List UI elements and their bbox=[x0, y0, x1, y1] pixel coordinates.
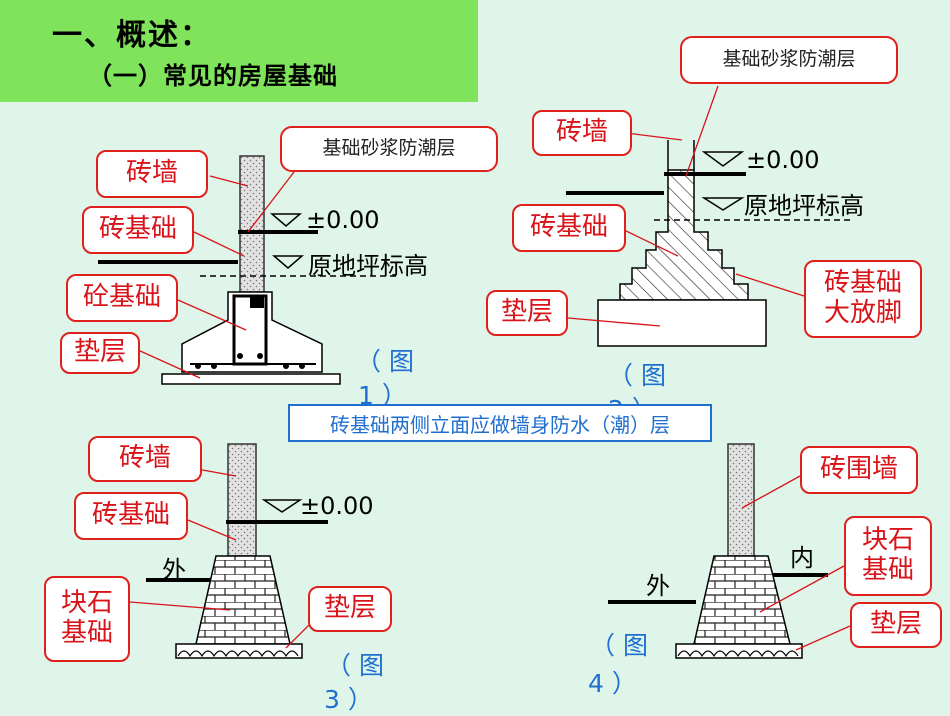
fig1-dpc-callout: 基础砂浆防潮层 bbox=[280, 126, 498, 172]
fig2-footing-step-callout: 砖基础大放脚 bbox=[804, 260, 922, 338]
fig2-brick-foundation-callout: 砖基础 bbox=[512, 204, 626, 252]
fig2-level-label: ±0.00 bbox=[746, 146, 820, 174]
fig2-ground-triangle bbox=[701, 197, 745, 211]
fig4-cushion bbox=[675, 643, 803, 659]
fig2-ground-label: 原地坪标高 bbox=[744, 192, 864, 220]
fig4-inside-label: 内 bbox=[790, 544, 814, 572]
fig1-level-label: ±0.00 bbox=[306, 206, 380, 234]
fig1-brick-wall bbox=[239, 155, 265, 293]
fig2-brick-foundation bbox=[619, 169, 749, 301]
fig3-brick-wall bbox=[227, 443, 257, 557]
fig1-ground-label: 原地坪标高 bbox=[308, 252, 428, 280]
figure-3 bbox=[129, 443, 328, 659]
fig4-rubble-foundation-callout: 块石基础 bbox=[844, 516, 932, 596]
fig2-level-triangle bbox=[701, 151, 745, 167]
fig1-cushion bbox=[161, 373, 341, 385]
fig3-cushion bbox=[175, 643, 303, 659]
fig4-outside-label: 外 bbox=[646, 572, 670, 600]
figure-2 bbox=[566, 85, 850, 347]
figure-1 bbox=[98, 155, 400, 385]
page-title: 一、概述： bbox=[52, 18, 212, 53]
fig2-brick-wall-callout: 砖墙 bbox=[532, 110, 632, 156]
fig4-enclosure-wall-callout: 砖围墙 bbox=[800, 446, 918, 494]
fig1-concrete-footing bbox=[181, 291, 323, 373]
fig1-ground-triangle bbox=[271, 255, 305, 269]
fig3-caption-close: 3 ） bbox=[324, 685, 373, 714]
fig2-caption-open: （ 图 bbox=[608, 361, 666, 390]
fig3-level-label: ±0.00 bbox=[300, 492, 374, 520]
fig2-dpc-callout: 基础砂浆防潮层 bbox=[680, 36, 898, 84]
fig1-caption-open: （ 图 bbox=[356, 347, 414, 376]
fig3-brick-foundation-callout: 砖基础 bbox=[74, 492, 188, 540]
fig3-brick-wall-callout: 砖墙 bbox=[88, 436, 202, 482]
fig4-rubble-foundation bbox=[693, 555, 791, 645]
fig1-level-triangle bbox=[269, 213, 303, 227]
fig3-cushion-callout: 垫层 bbox=[308, 586, 392, 632]
waterproof-note-banner: 砖基础两侧立面应做墙身防水（潮）层 bbox=[288, 404, 712, 442]
fig4-caption-close: 4 ） bbox=[588, 669, 637, 698]
fig3-outside-label: 外 bbox=[162, 556, 186, 584]
fig1-concrete-foundation-callout: 砼基础 bbox=[66, 274, 178, 322]
fig4-caption-open: （ 图 bbox=[590, 631, 648, 660]
fig3-level-triangle bbox=[261, 499, 303, 513]
fig3-rubble-foundation-callout: 块石基础 bbox=[44, 576, 130, 662]
fig3-rubble-foundation bbox=[195, 555, 291, 645]
figure-4 bbox=[608, 443, 851, 659]
fig4-cushion-callout: 垫层 bbox=[850, 602, 942, 648]
fig4-brick-wall bbox=[727, 443, 755, 557]
fig1-brick-foundation-callout: 砖基础 bbox=[82, 206, 194, 254]
title-banner: 一、概述： （一）常见的房屋基础 bbox=[0, 0, 478, 102]
fig1-cushion-callout: 垫层 bbox=[60, 332, 140, 374]
page-subtitle: （一）常见的房屋基础 bbox=[88, 62, 338, 90]
fig3-caption-open: （ 图 bbox=[326, 651, 384, 680]
fig2-cushion-callout: 垫层 bbox=[486, 290, 568, 336]
fig1-brick-wall-callout: 砖墙 bbox=[96, 150, 208, 198]
